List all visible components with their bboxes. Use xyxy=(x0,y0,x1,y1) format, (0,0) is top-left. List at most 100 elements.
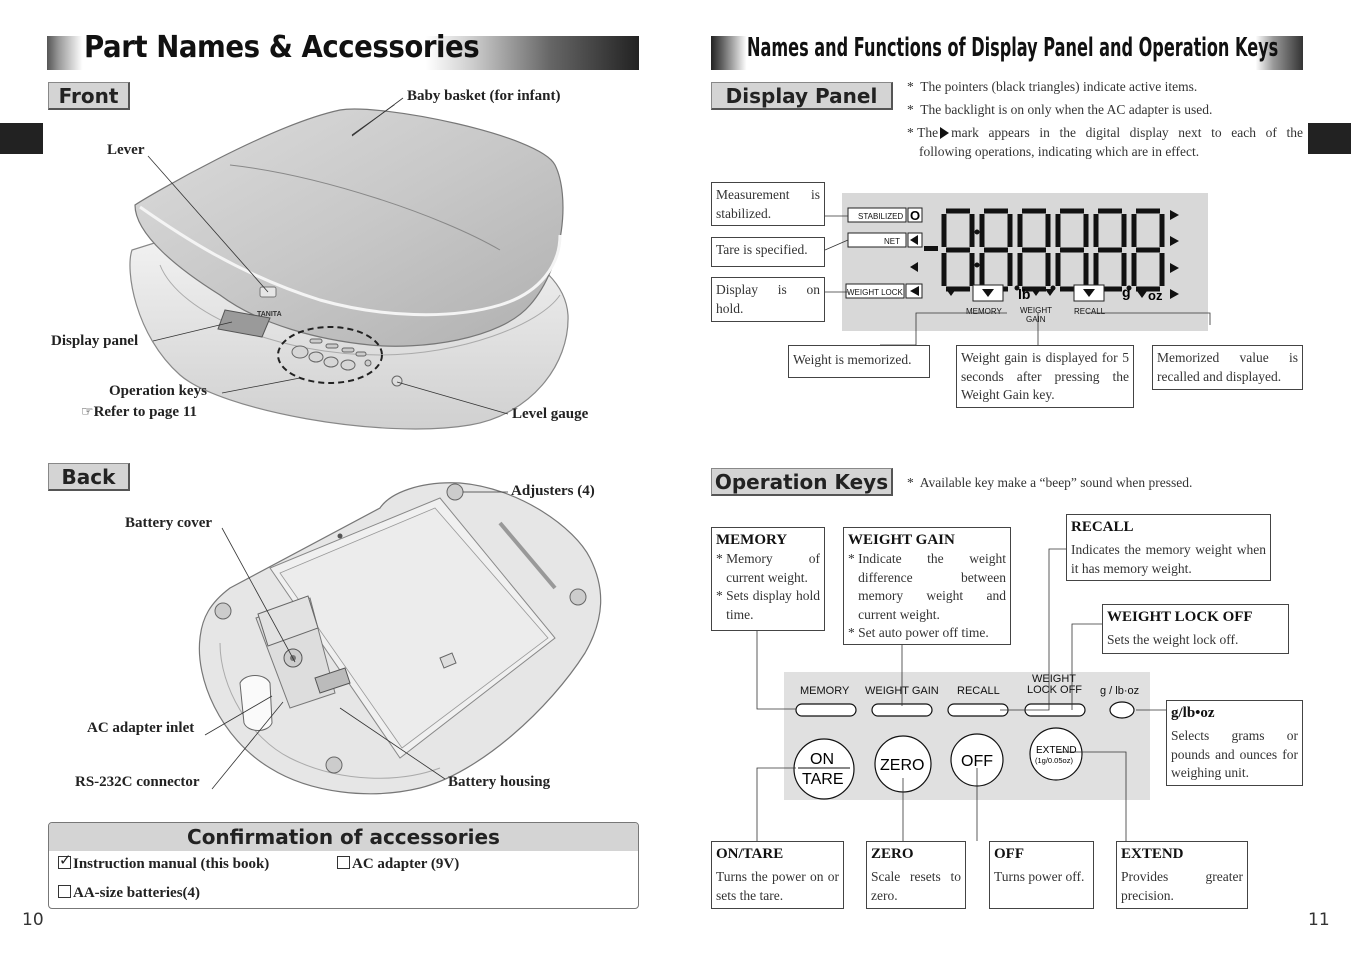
panel-extend-label: EXTEND xyxy=(1036,745,1077,756)
lcd-display: STABILIZED O NET WEIGHT LOCK lb g oz MEM… xyxy=(842,193,1208,331)
panel-recall-label: RECALL xyxy=(957,685,1000,697)
key-name: WEIGHT GAIN xyxy=(848,532,955,548)
key-desc-line: Sets display hold time. xyxy=(726,588,820,622)
callout-recalled: Memorized value is recalled and displaye… xyxy=(1152,345,1303,390)
accessories-heading: Confirmation of accessories xyxy=(49,823,638,851)
label-rs232c-connector: RS-232C connector xyxy=(75,774,200,790)
panel-on-label: ON xyxy=(810,751,834,768)
note-text: following operations, indicating which a… xyxy=(919,143,1200,159)
label-operation-keys: Operation keys xyxy=(109,383,207,399)
key-desc-memory: MEMORY * Memory of current weight. * Set… xyxy=(711,527,825,631)
lcd-gain-label: GAIN xyxy=(1026,315,1046,324)
pointer-triangle-icon xyxy=(940,127,950,140)
callout-memorized: Weight is memorized. xyxy=(788,345,930,378)
page-number-left: 10 xyxy=(22,910,44,930)
lcd-weight-label: WEIGHT xyxy=(1020,306,1052,315)
back-scale-illustration xyxy=(198,482,602,795)
key-desc-line: Set auto power off time. xyxy=(858,625,989,640)
key-desc-weight-lock-off: WEIGHT LOCK OFF Sets the weight lock off… xyxy=(1102,604,1289,654)
key-name: g/lb•oz xyxy=(1171,705,1215,721)
lcd-stabilized-label: STABILIZED xyxy=(858,212,903,221)
key-name: OFF xyxy=(994,846,1024,862)
callout-text: Tare is specified. xyxy=(716,242,808,257)
display-note-2: * The backlight is on only when the AC a… xyxy=(907,102,1213,117)
key-desc-line: Provides greater precision. xyxy=(1121,869,1243,903)
lcd-recall-label: RECALL xyxy=(1074,307,1106,316)
lcd-g-label: g xyxy=(1122,284,1131,300)
key-desc-line: Selects grams or pounds and ounces for w… xyxy=(1171,728,1298,780)
label-lever: Lever xyxy=(107,142,145,158)
label-level-gauge: Level gauge xyxy=(512,406,589,422)
key-desc-off: OFF Turns power off. xyxy=(989,841,1094,909)
lcd-lb-label: lb xyxy=(1018,286,1030,302)
front-heading: Front xyxy=(48,82,130,110)
accessory-item-batteries: AA-size batteries(4) xyxy=(58,885,200,902)
key-leader-lines xyxy=(756,548,1168,841)
panel-memory-label: MEMORY xyxy=(800,685,850,697)
lcd-memory-label: MEMORY xyxy=(966,307,1003,316)
lcd-weight-lock-label: WEIGHT LOCK xyxy=(847,288,904,297)
panel-unit-label: g / lb·oz xyxy=(1100,685,1139,697)
label-display-panel: Display panel xyxy=(51,333,139,349)
right-title-bar xyxy=(711,36,1303,70)
right-page-title: Names and Functions of Display Panel and… xyxy=(747,33,1279,63)
brand-label: TANITA xyxy=(257,311,282,318)
operation-keys-heading: Operation Keys xyxy=(711,468,893,496)
pointing-hand-icon: ☞ xyxy=(81,404,94,420)
note-text: The pointers (black triangles) indicate … xyxy=(920,79,1198,94)
operation-key-panel: MEMORY WEIGHT GAIN RECALL WEIGHT LOCK OF… xyxy=(784,672,1150,800)
note-text: The backlight is on only when the AC ada… xyxy=(920,102,1213,117)
key-desc-line: Scale resets to zero. xyxy=(871,869,961,903)
key-desc-line: Indicates the memory weight when it has … xyxy=(1071,542,1266,576)
label-refer: ☞Refer to page 11 xyxy=(81,404,197,421)
label-baby-basket: Baby basket (for infant) xyxy=(407,88,561,104)
panel-extend-sub-label: (1g/0.05oz) xyxy=(1035,756,1073,765)
panel-lock-off-label: LOCK OFF xyxy=(1027,684,1082,696)
callout-hold: Display is on hold. xyxy=(711,277,825,322)
accessory-item-manual: ✓Instruction manual (this book) xyxy=(58,851,270,873)
label-ac-adapter-inlet: AC adapter inlet xyxy=(87,720,195,736)
label-battery-cover: Battery cover xyxy=(125,515,213,531)
callout-weight-gain: Weight gain is displayed for 5 seconds a… xyxy=(956,345,1134,408)
checkbox-icon xyxy=(337,856,350,869)
accessory-label: Instruction manual (this book) xyxy=(73,856,270,872)
lcd-oz-label: oz xyxy=(1148,288,1163,303)
key-desc-weight-gain: WEIGHT GAIN * Indicate the weight differ… xyxy=(843,527,1011,645)
key-desc-extend: EXTEND Provides greater precision. xyxy=(1116,841,1248,909)
callout-text: Display is on hold. xyxy=(716,282,820,316)
key-name: WEIGHT LOCK OFF xyxy=(1107,609,1253,625)
panel-zero-label: ZERO xyxy=(880,757,924,774)
back-leader-lines xyxy=(204,491,508,790)
callout-stabilized: Measurement is stabilized. xyxy=(711,182,825,226)
lcd-circle-label: O xyxy=(910,208,920,223)
callout-text: Measurement is stabilized. xyxy=(716,187,820,221)
key-desc-unit: g/lb•oz Selects grams or pounds and ounc… xyxy=(1166,700,1303,786)
front-scale-illustration: TANITA xyxy=(129,105,569,430)
accessories-box: Confirmation of accessories xyxy=(48,822,639,909)
operation-keys-note: * Available key make a “beep” sound when… xyxy=(907,475,1193,490)
label-battery-housing: Battery housing xyxy=(448,774,551,790)
key-name: ON/TARE xyxy=(716,846,784,862)
label-adjusters: Adjusters (4) xyxy=(511,483,595,499)
refer-text: Refer to page 11 xyxy=(93,404,198,420)
display-note-3: * The mark appears in the digital displa… xyxy=(907,124,1303,161)
panel-weight-label: WEIGHT xyxy=(1032,673,1076,685)
callout-text: Memorized value is recalled and displaye… xyxy=(1157,350,1298,384)
checked-box-icon: ✓ xyxy=(58,851,72,869)
callout-tare: Tare is specified. xyxy=(711,237,825,267)
key-desc-zero: ZERO Scale resets to zero. xyxy=(866,841,966,909)
key-desc-line: Sets the weight lock off. xyxy=(1107,632,1239,647)
panel-tare-label: TARE xyxy=(802,771,843,788)
key-desc-recall: RECALL Indicates the memory weight when … xyxy=(1066,514,1271,581)
key-name: MEMORY xyxy=(716,532,788,548)
back-heading: Back xyxy=(48,463,130,491)
display-panel-heading: Display Panel xyxy=(711,82,893,110)
key-desc-line: Indicate the weight difference between m… xyxy=(858,551,1006,622)
key-desc-line: Memory of current weight. xyxy=(726,551,820,585)
note-text: mark appears in the digital display next… xyxy=(951,125,1303,140)
accessory-label: AA-size batteries(4) xyxy=(73,885,201,901)
display-note-1: * The pointers (black triangles) indicat… xyxy=(907,79,1198,94)
key-desc-on-tare: ON/TARE Turns the power on or sets the t… xyxy=(711,841,844,909)
key-desc-line: Turns the power on or sets the tare. xyxy=(716,869,839,903)
key-name: RECALL xyxy=(1071,519,1134,535)
